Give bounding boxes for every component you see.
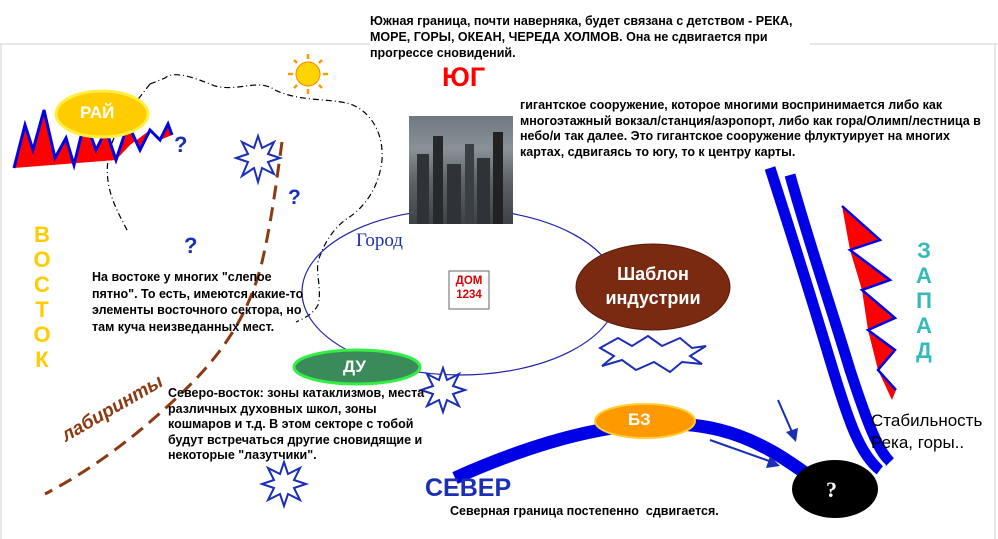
paradise-ellipse (54, 89, 150, 139)
paradise-mountains (12, 109, 174, 171)
bz-label: БЗ (628, 410, 651, 429)
arrow-icon-west (777, 399, 798, 442)
south-label: ЮГ (442, 62, 486, 92)
north-east-note: Северо-восток: зоны катаклизмов, места р… (168, 386, 425, 462)
west-mountains (841, 205, 898, 400)
west-river-gap (778, 170, 887, 468)
north-label: СЕВЕР (425, 474, 512, 502)
industry-ellipse (575, 243, 731, 331)
east-blind-spot-note: На востоке у многих "слепое пятно". То е… (92, 270, 304, 334)
west-river-outer (764, 166, 884, 475)
house-box (448, 270, 490, 310)
giant-structure-note: гигантское сооружение, которое многими в… (520, 98, 981, 159)
stability-note: Стабильность Река, горы.. (871, 411, 983, 452)
arrow-icon-north (709, 439, 780, 468)
question-mark-3: ? (184, 233, 198, 258)
burst-icon-3 (258, 458, 310, 510)
burst-icon-1 (232, 132, 284, 186)
city-label: Город (356, 230, 403, 251)
burst-icon-2 (417, 364, 469, 416)
south-boundary-note: Южная граница, почти наверняка, будет св… (370, 13, 810, 61)
north-boundary-note: Северная граница постепенно сдвигается. (450, 504, 719, 518)
labyrinth-path (44, 141, 284, 496)
burst-icon-industry (597, 334, 707, 374)
question-mark-1: ? (174, 132, 188, 157)
bz-ellipse (594, 403, 696, 439)
paradise-label: РАЙ (80, 103, 115, 122)
west-river-inner (784, 173, 895, 466)
question-mark-2: ? (288, 186, 301, 209)
du-ellipse (292, 348, 422, 386)
unknown-ellipse (792, 460, 878, 518)
industry-label: Шаблон индустрии (605, 264, 701, 308)
house-label: ДОМ 1234 (455, 275, 483, 301)
unknown-question-label: ? (826, 477, 837, 502)
du-label: ДУ (343, 357, 366, 376)
city-skyline-image (409, 116, 513, 224)
sun-icon (288, 54, 328, 94)
